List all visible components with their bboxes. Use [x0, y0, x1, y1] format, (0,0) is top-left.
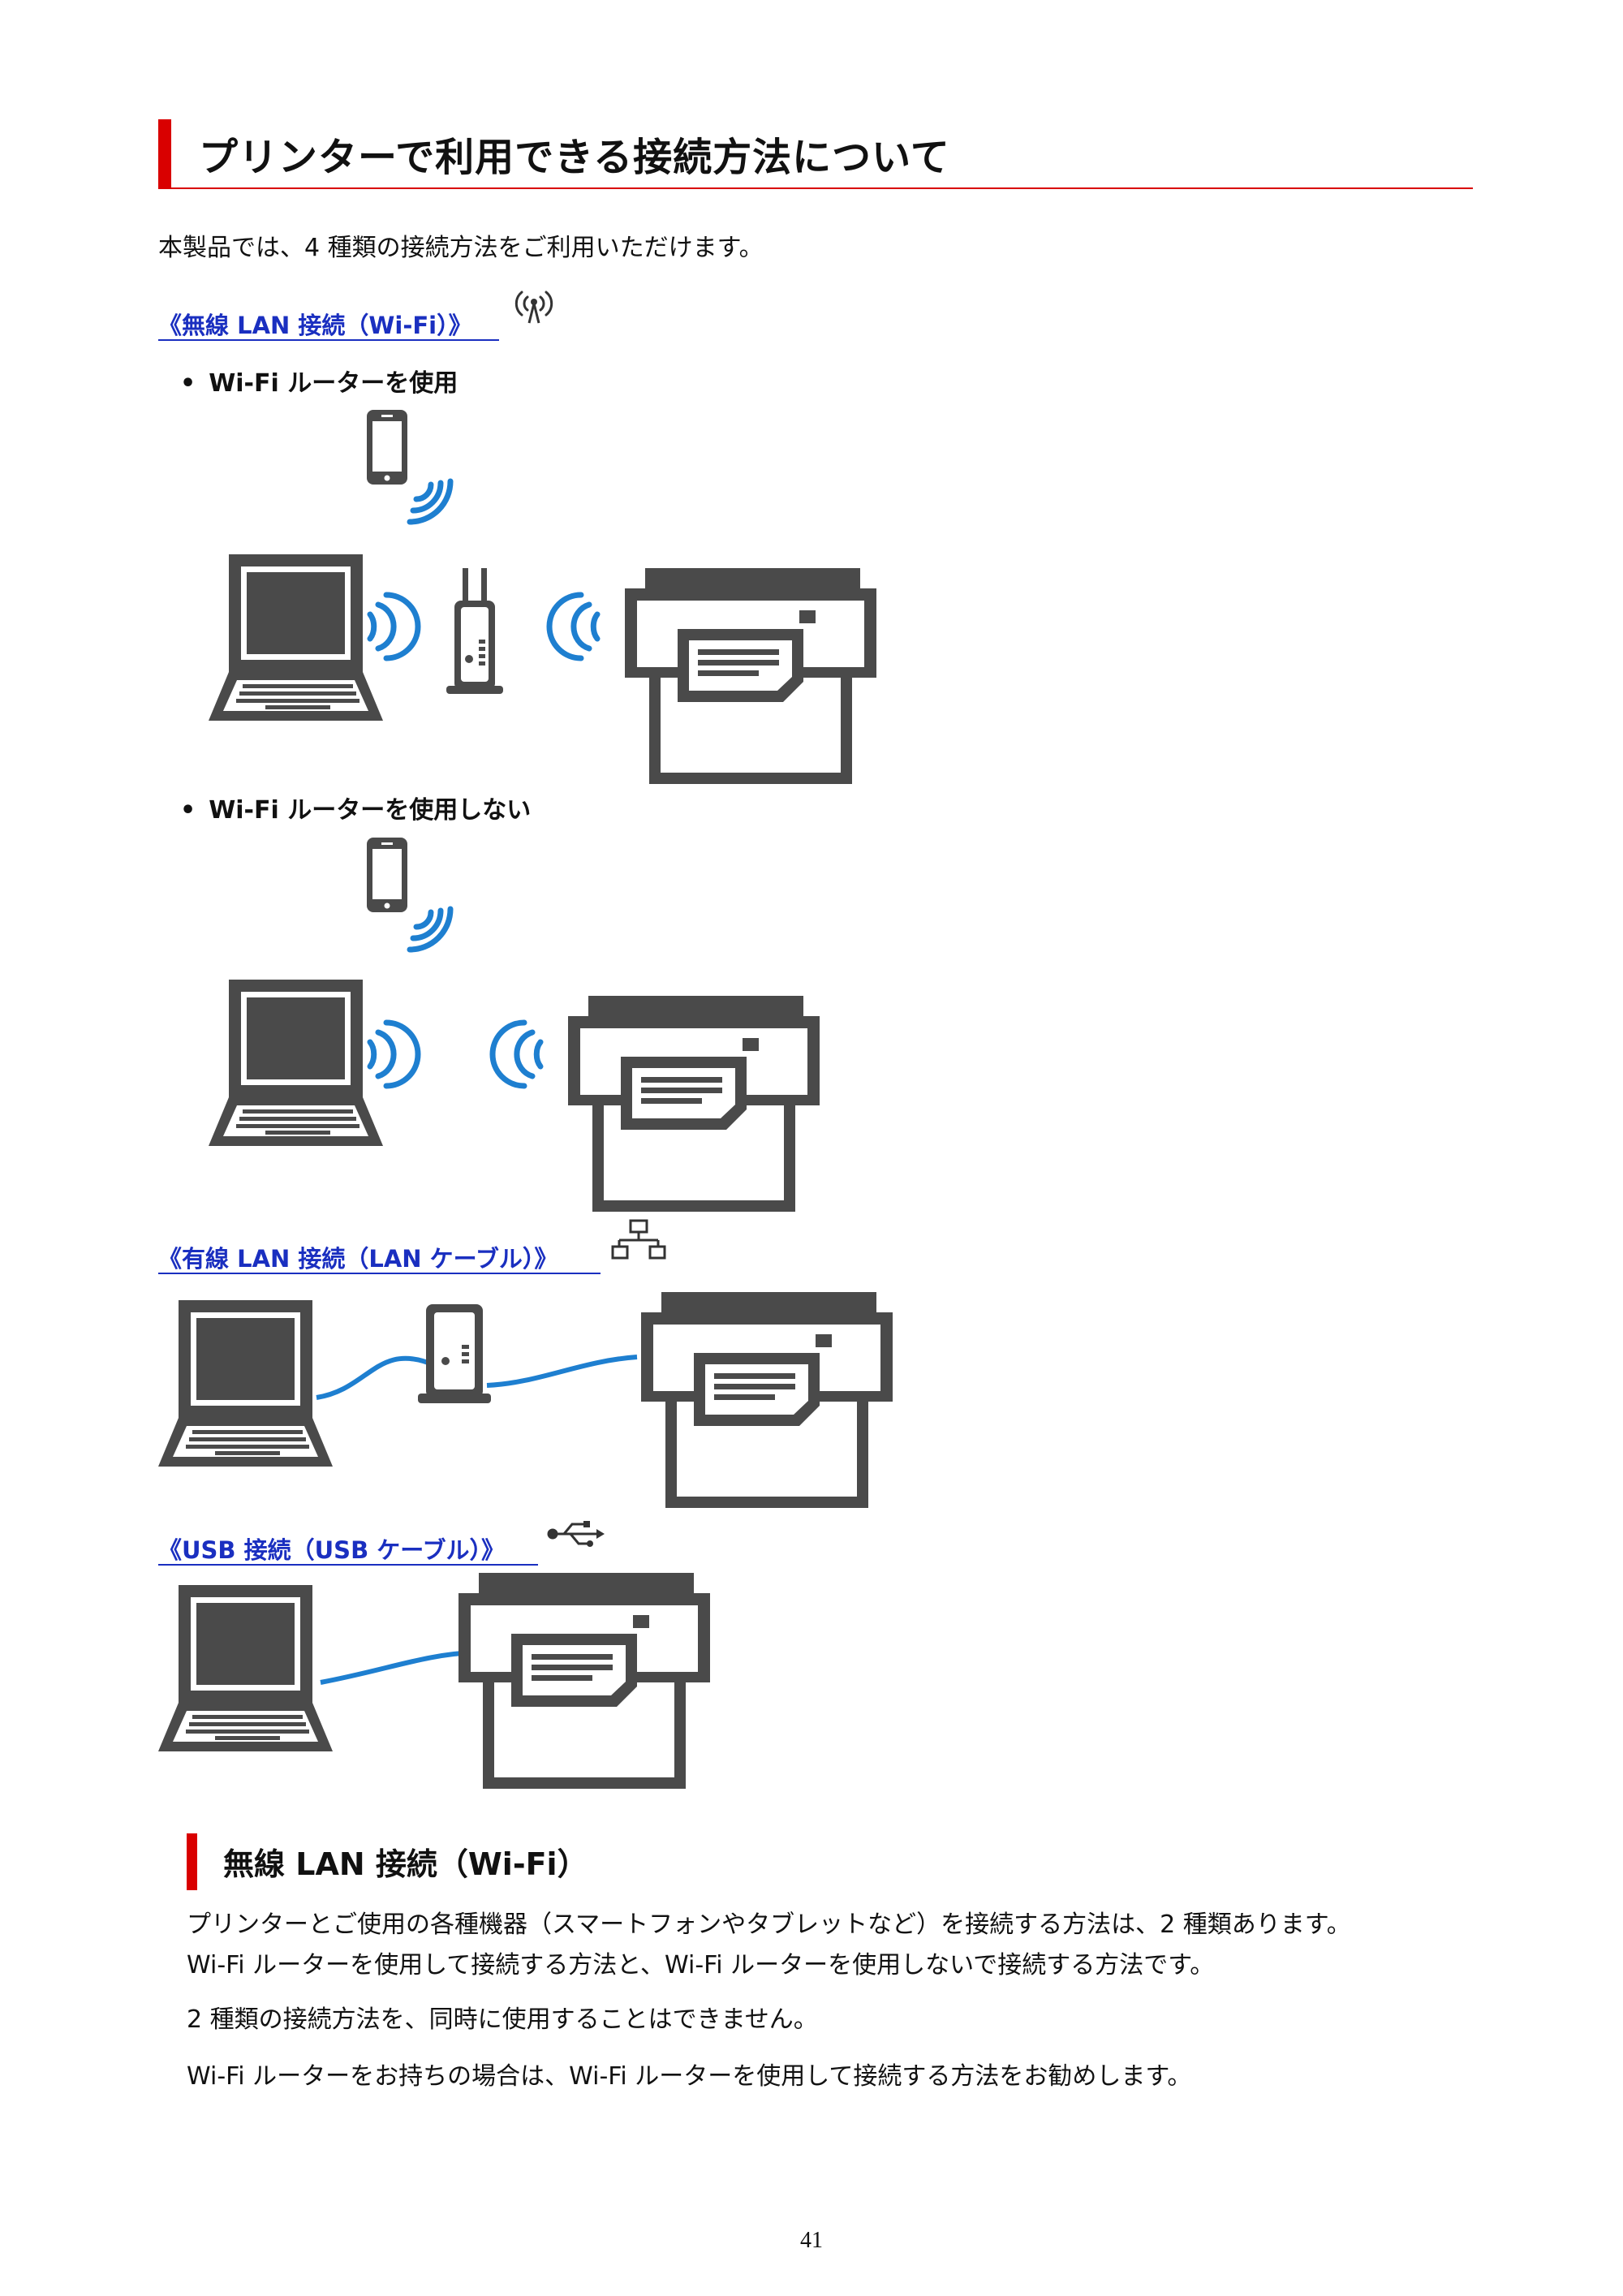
- wireless-paragraph-2: Wi-Fi ルーターを使用して接続する方法と、Wi-Fi ルーターを使用しないで…: [187, 1951, 1215, 1979]
- page-number: 41: [800, 2228, 823, 2253]
- wifi-wave-icon: [410, 481, 450, 522]
- bullet-with-router: Wi-Fi ルーターを使用: [180, 363, 458, 398]
- bullet-without-router: Wi-Fi ルーターを使用しない: [180, 790, 531, 825]
- lan-cable: [486, 1355, 638, 1388]
- wireless-lan-link[interactable]: 《無線 LAN 接続（Wi-Fi）》: [158, 312, 472, 339]
- usb-link[interactable]: 《USB 接続（USB ケーブル）》: [158, 1536, 506, 1564]
- printer-icon: [568, 996, 820, 1212]
- wifi-router-icon: [446, 568, 503, 694]
- diagram-wifi-router: [209, 410, 876, 784]
- wireless-paragraph-4: Wi-Fi ルーターをお持ちの場合は、Wi-Fi ルーターを使用して接続する方法…: [187, 2062, 1192, 2091]
- wifi-wave-icon: [370, 595, 418, 658]
- heading-accent-bar: [158, 119, 171, 189]
- lan-router-icon: [418, 1304, 491, 1403]
- printer-icon: [641, 1292, 893, 1508]
- lan-cable: [316, 1355, 436, 1400]
- heading-underline: [158, 187, 1473, 189]
- laptop-icon: [209, 554, 383, 721]
- smartphone-icon: [367, 410, 407, 485]
- section-accent-bar: [187, 1833, 197, 1890]
- printer-icon: [458, 1573, 710, 1789]
- wifi-wave-icon: [370, 1023, 418, 1086]
- usb-link-underline: [158, 1564, 538, 1566]
- wireless-paragraph-1: プリンターとご使用の各種機器（スマートフォンやタブレットなど）を接続する方法は、…: [187, 1910, 1351, 1939]
- laptop-icon: [158, 1300, 333, 1467]
- lan-network-icon: [611, 1219, 666, 1260]
- intro-text: 本製品では、4 種類の接続方法をご利用いただけます。: [158, 234, 764, 262]
- smartphone-icon: [367, 838, 407, 912]
- wireless-paragraph-3: 2 種類の接続方法を、同時に使用することはできません。: [187, 2005, 818, 2034]
- wireless-link-underline: [158, 339, 499, 341]
- wifi-wave-icon: [493, 1023, 540, 1086]
- laptop-icon: [158, 1585, 333, 1751]
- section-heading-wireless: 無線 LAN 接続（Wi-Fi）: [223, 1846, 588, 1882]
- diagram-wired-lan: [158, 1292, 893, 1508]
- usb-icon: [547, 1521, 605, 1547]
- wired-link-underline: [158, 1273, 601, 1274]
- wired-lan-link[interactable]: 《有線 LAN 接続（LAN ケーブル）》: [158, 1245, 558, 1273]
- wifi-wave-icon: [549, 595, 597, 658]
- diagram-wifi-direct: [209, 838, 820, 1212]
- page-title: プリンターで利用できる接続方法について: [199, 135, 950, 180]
- laptop-icon: [209, 980, 383, 1146]
- diagram-usb: [158, 1573, 710, 1789]
- usb-cable: [320, 1650, 476, 1685]
- wifi-wave-icon: [410, 909, 450, 950]
- wifi-antenna-icon: [514, 291, 553, 324]
- printer-icon: [625, 568, 876, 784]
